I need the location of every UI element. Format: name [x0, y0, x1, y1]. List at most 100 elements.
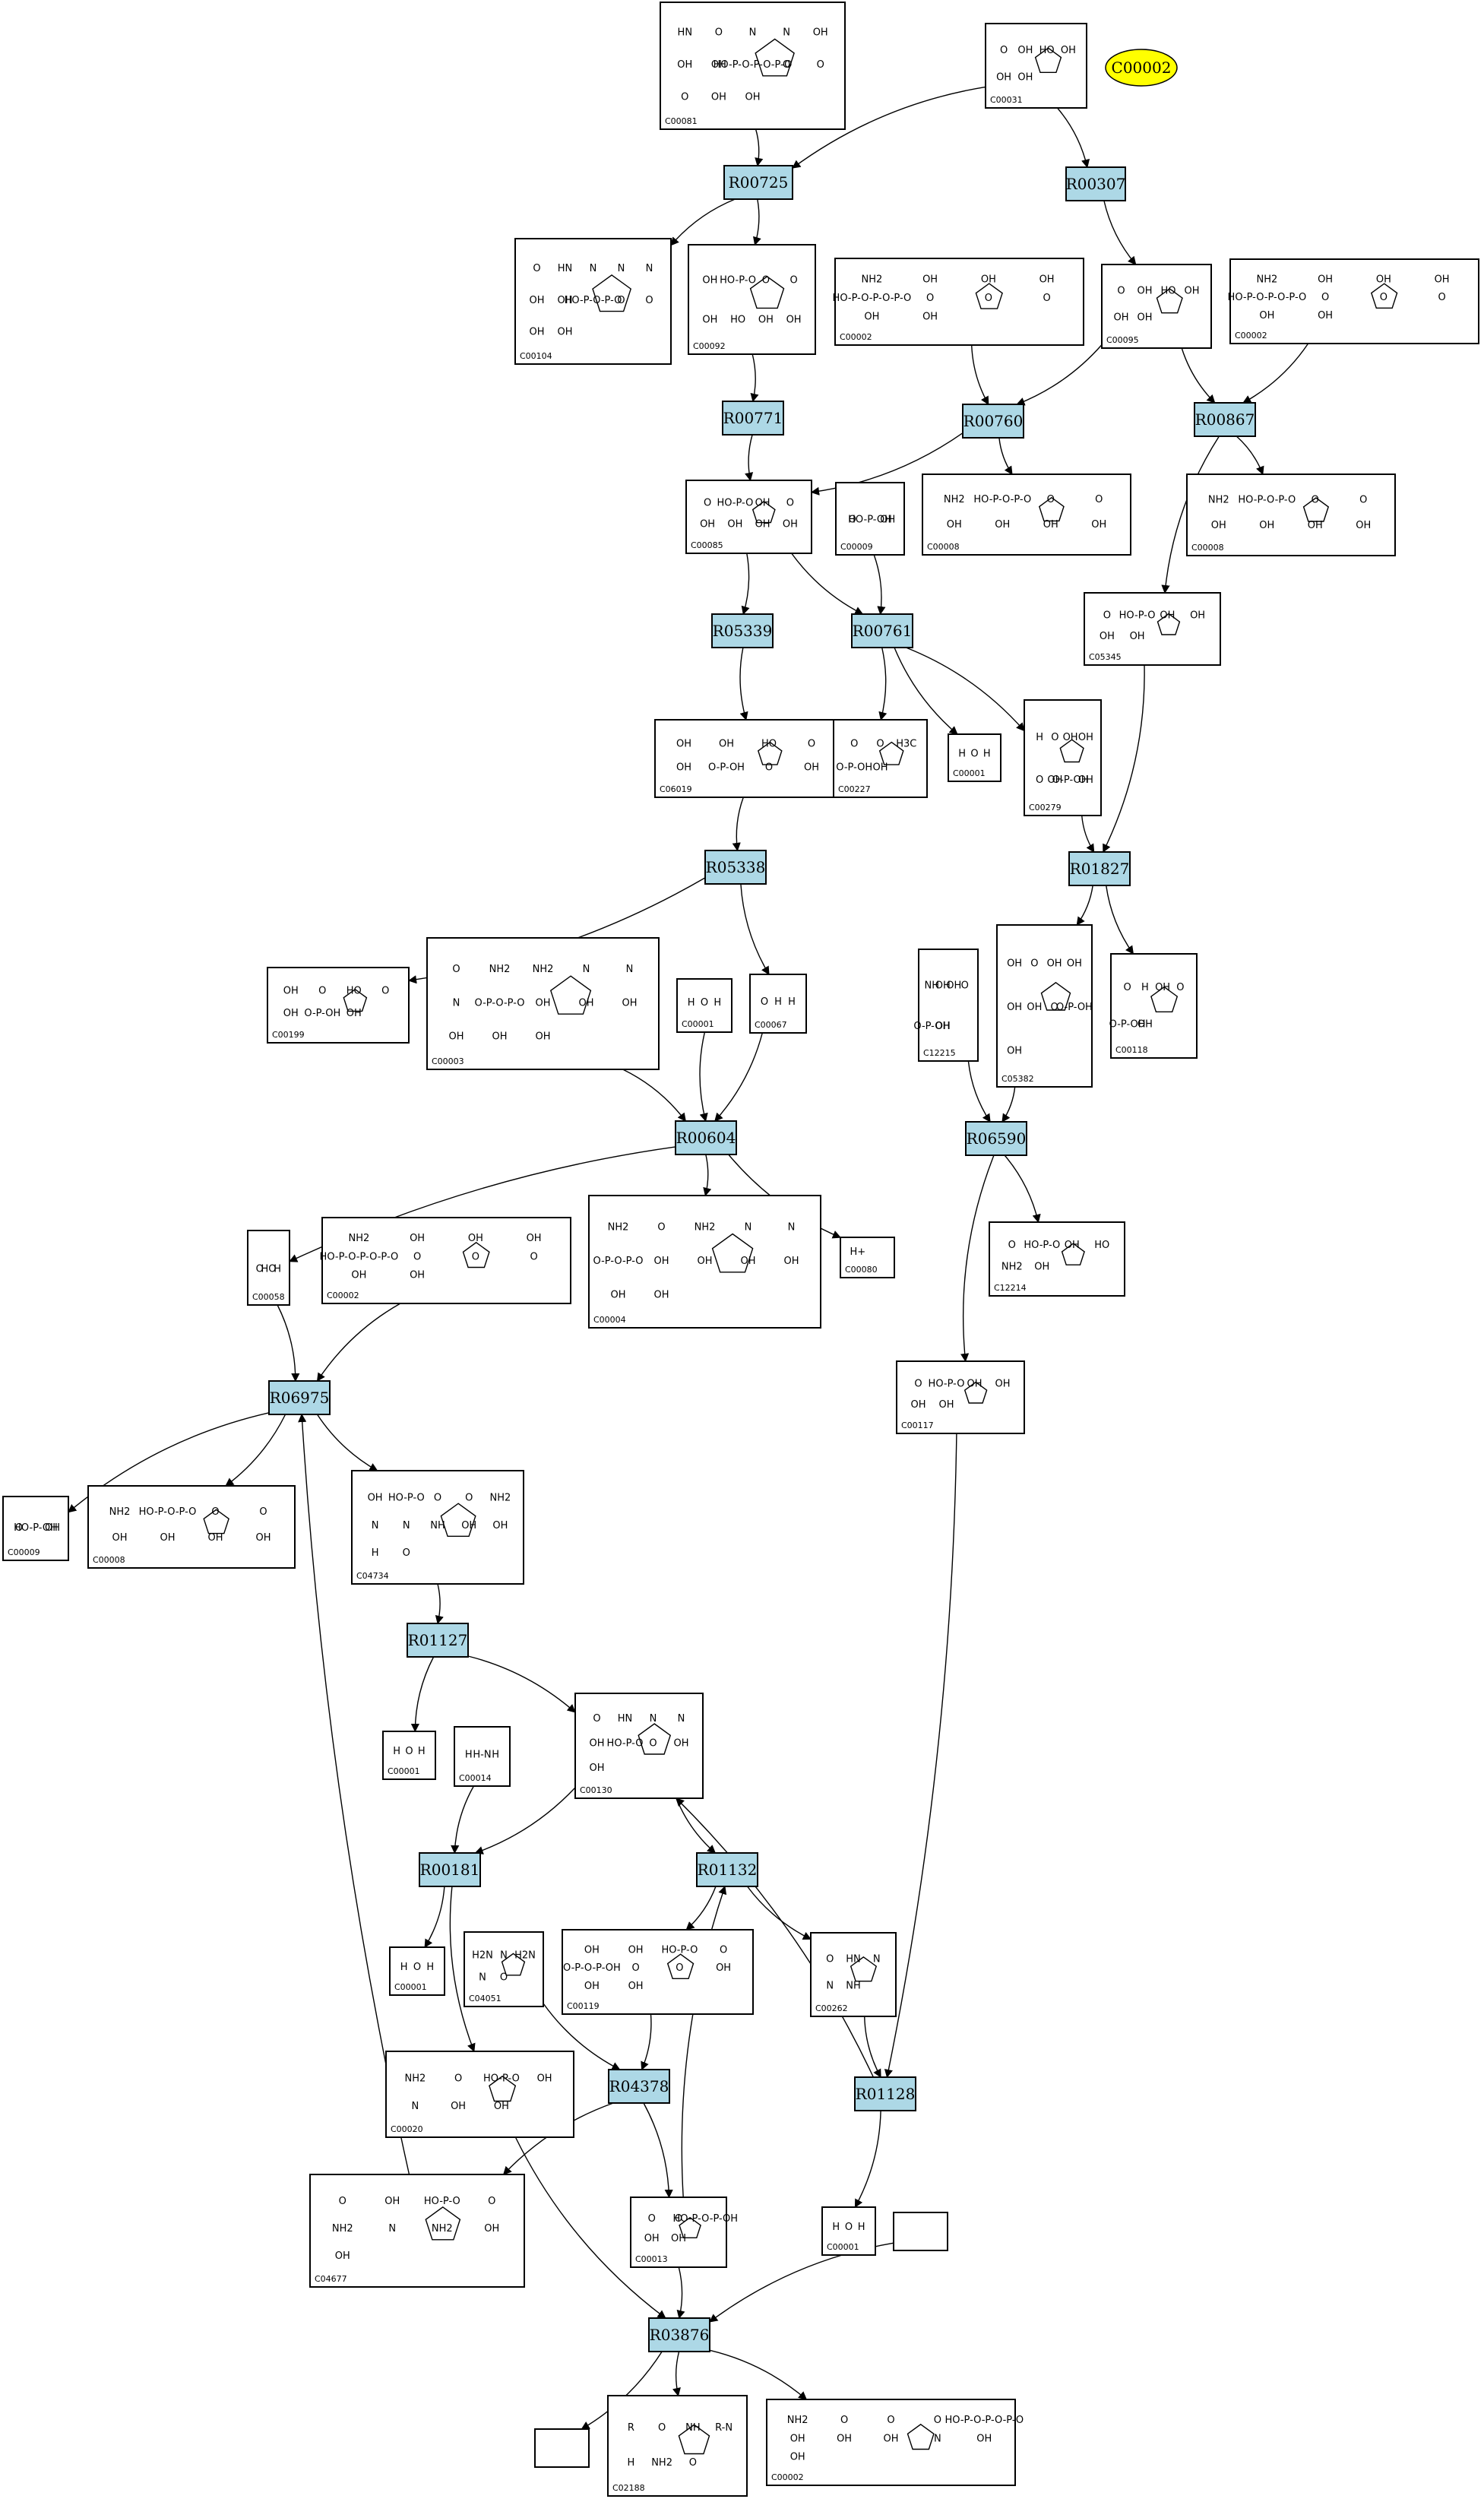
- compound-box[interactable]: [948, 733, 1001, 782]
- reaction-box[interactable]: [723, 165, 793, 200]
- reaction-R05339-node[interactable]: R05339: [711, 613, 774, 648]
- reaction-R03876-node[interactable]: R03876: [648, 2317, 710, 2352]
- compound-box[interactable]: [464, 1931, 544, 2007]
- reaction-box[interactable]: [1194, 402, 1256, 437]
- compound-box[interactable]: [676, 978, 733, 1033]
- compound-box[interactable]: [588, 1195, 821, 1329]
- reaction-R01827-node[interactable]: R01827: [1068, 851, 1131, 886]
- reaction-R00771-node[interactable]: R00771: [722, 401, 784, 436]
- reaction-box[interactable]: [419, 1852, 481, 1887]
- reaction-box[interactable]: [722, 401, 784, 436]
- compound-box[interactable]: [985, 23, 1087, 109]
- reaction-box[interactable]: [854, 2076, 916, 2111]
- reaction-R06590-node[interactable]: R06590: [965, 1121, 1027, 1156]
- compound-box[interactable]: [896, 1360, 1025, 1434]
- compound-box[interactable]: [426, 937, 660, 1070]
- reaction-box[interactable]: [704, 850, 767, 885]
- compound-box[interactable]: [834, 258, 1084, 346]
- compound-box[interactable]: [607, 2395, 748, 2497]
- compound-box[interactable]: [918, 949, 979, 1062]
- highlight-oval[interactable]: [1105, 49, 1178, 87]
- compound-box[interactable]: [385, 2051, 574, 2138]
- compound-box[interactable]: [835, 482, 905, 556]
- reaction-box[interactable]: [711, 613, 774, 648]
- compound-blank-node[interactable]: [534, 2428, 590, 2468]
- compound-C00080-node[interactable]: H+C00080: [840, 1237, 895, 1278]
- compound-box[interactable]: [989, 1221, 1125, 1297]
- reaction-box[interactable]: [1068, 851, 1131, 886]
- compound-box[interactable]: [1084, 592, 1221, 666]
- reaction-box[interactable]: [675, 1120, 737, 1155]
- compound-box[interactable]: [922, 474, 1131, 556]
- compound-box[interactable]: [454, 1726, 511, 1787]
- compound-box[interactable]: [630, 2197, 727, 2268]
- reaction-box[interactable]: [648, 2317, 710, 2352]
- compound-box[interactable]: [514, 238, 672, 365]
- reaction-R01132-node[interactable]: R01132: [696, 1852, 758, 1887]
- compound-box[interactable]: [534, 2428, 590, 2468]
- reaction-R00867-node[interactable]: R00867: [1194, 402, 1256, 437]
- compound-box[interactable]: [1229, 258, 1479, 344]
- compound-box[interactable]: [840, 1237, 895, 1278]
- compound-box[interactable]: [821, 2206, 876, 2256]
- compound-box[interactable]: [382, 1731, 436, 1780]
- reaction-box[interactable]: [965, 1121, 1027, 1156]
- reaction-R00725-node[interactable]: R00725: [723, 165, 793, 200]
- compound-box[interactable]: [267, 967, 410, 1044]
- compound-blank-node[interactable]: [893, 2212, 948, 2251]
- compound-box[interactable]: [247, 1230, 290, 1306]
- compound-box[interactable]: [351, 1470, 524, 1585]
- reaction-box[interactable]: [608, 2069, 670, 2104]
- compound-box[interactable]: [1101, 264, 1212, 349]
- compound-box[interactable]: [749, 974, 807, 1034]
- reaction-R05338-node[interactable]: R05338: [704, 850, 767, 885]
- reaction-R00307-node[interactable]: R00307: [1065, 166, 1126, 201]
- reaction-box[interactable]: [1065, 166, 1126, 201]
- compound-box[interactable]: [833, 719, 928, 798]
- reaction-R06975-node[interactable]: R06975: [268, 1380, 331, 1415]
- compound-box[interactable]: [893, 2212, 948, 2251]
- reaction-R01128-node[interactable]: R01128: [854, 2076, 916, 2111]
- compound-box[interactable]: [685, 480, 812, 554]
- compound-box[interactable]: [766, 2399, 1016, 2486]
- compound-box[interactable]: [562, 1929, 754, 2015]
- compound-box[interactable]: [309, 2174, 525, 2288]
- reaction-R04378-node[interactable]: R04378: [608, 2069, 670, 2104]
- reaction-R00760-node[interactable]: R00760: [962, 404, 1024, 439]
